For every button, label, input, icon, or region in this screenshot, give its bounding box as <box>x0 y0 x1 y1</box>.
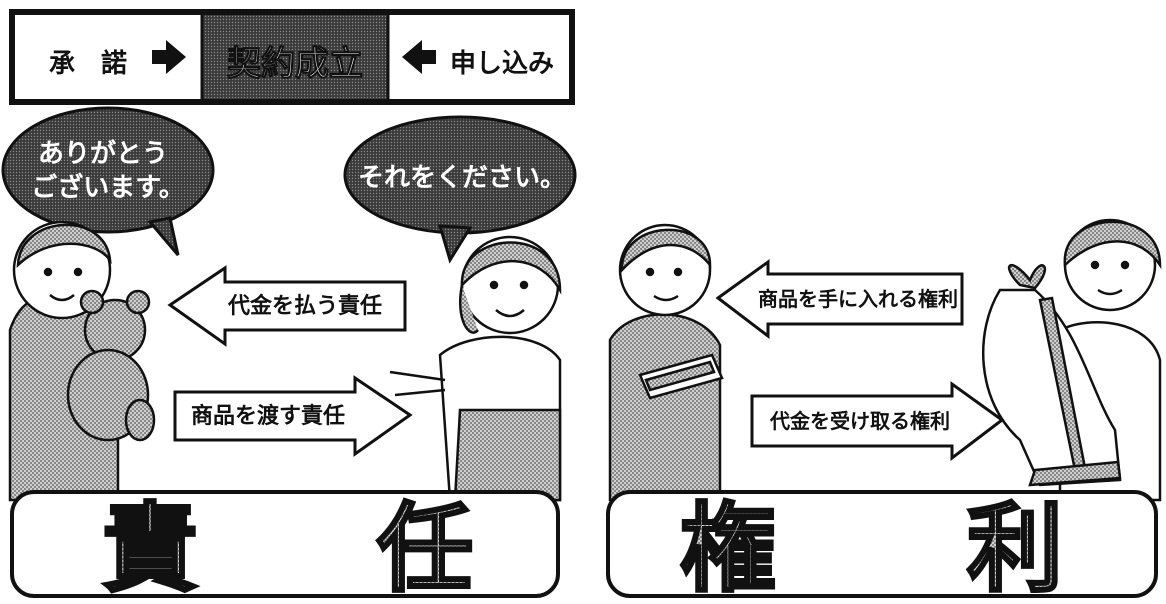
arrow-deliver-responsibility <box>173 375 413 457</box>
acceptance-label: 承 諾 <box>49 48 127 79</box>
rights-banner <box>606 490 1158 598</box>
acquire-goods-right-label: 商品を手に入れる権利 <box>758 287 958 311</box>
customer-figure-right <box>981 218 1162 502</box>
arrow-right-icon <box>152 40 186 74</box>
receive-payment-right-label: 代金を受け取る権利 <box>769 409 950 433</box>
offer-label: 申し込み <box>450 49 554 79</box>
arrow-receive-payment-right <box>750 381 1005 462</box>
customer-figure-left <box>389 235 562 502</box>
speech-bubble-clerk <box>1 106 215 256</box>
customer-speech: それをください。 <box>358 163 566 193</box>
clerk-figure-right <box>608 223 724 502</box>
arrow-left-icon <box>402 40 436 74</box>
clerk-speech-line2: ございます。 <box>31 172 184 203</box>
responsibility-banner <box>10 490 560 598</box>
responsibility-char-1: 責 <box>102 493 198 604</box>
arrow-acquire-goods-right <box>715 259 964 340</box>
formation-label: 契約成立 <box>227 44 363 84</box>
arrow-pay-responsibility <box>167 265 407 347</box>
deliver-responsibility-label: 商品を渡す責任 <box>191 403 345 429</box>
contract-header <box>9 9 575 105</box>
clerk-figure-left <box>8 220 156 502</box>
clerk-speech-line1: ありがとう <box>38 138 168 169</box>
responsibility-char-2: 任 <box>377 493 473 604</box>
rights-char-2: 利 <box>967 493 1063 604</box>
rights-char-1: 権 <box>680 493 776 604</box>
pay-responsibility-label: 代金を払う責任 <box>227 293 382 319</box>
speech-bubble-customer <box>343 115 577 264</box>
